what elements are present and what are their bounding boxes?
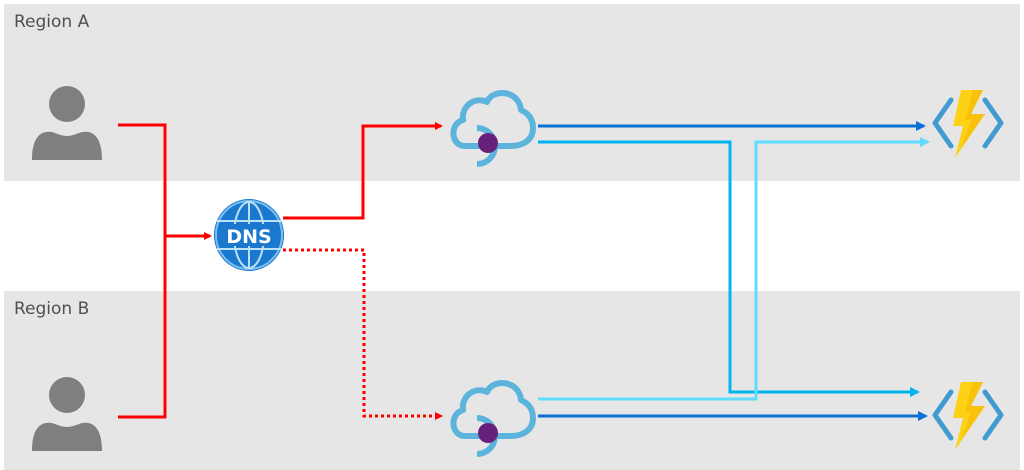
cloud-endpoint-icon	[450, 380, 536, 457]
user-icon	[32, 86, 102, 160]
function-app-icon	[932, 382, 1004, 450]
function-app-icon	[932, 90, 1004, 158]
connection-dns-to-endpoint-a	[283, 122, 443, 220]
connection-endpoint-b-to-function-a	[538, 137, 930, 401]
region-a-label: Region A	[14, 12, 90, 32]
region-b-label: Region B	[14, 299, 90, 319]
dns-label: DNS	[226, 226, 271, 248]
connection-dns-to-endpoint-b	[283, 248, 443, 420]
user-icon	[32, 377, 102, 451]
dns-icon: DNS	[214, 199, 284, 271]
connection-endpoint-a-to-function-b	[538, 140, 920, 397]
cloud-endpoint-icon	[450, 90, 536, 167]
region-b: Region B	[4, 291, 1020, 470]
connection-user-a-to-dns	[118, 123, 167, 419]
